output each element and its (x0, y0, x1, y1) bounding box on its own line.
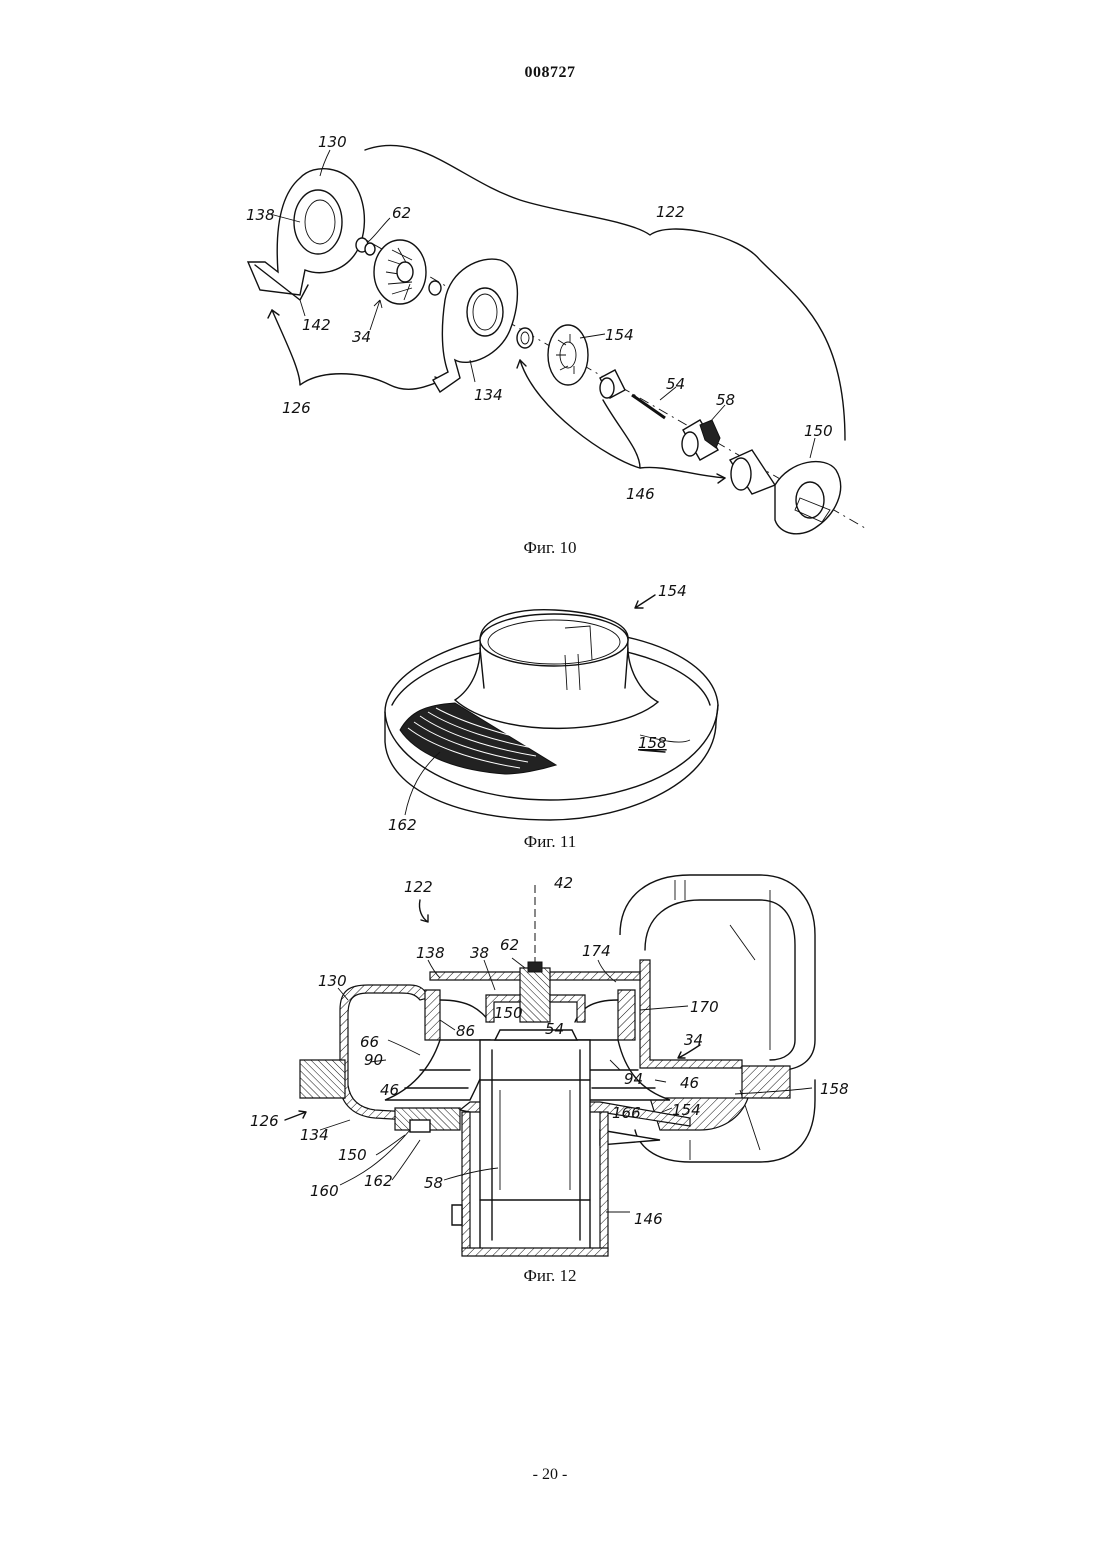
hub-62 (520, 962, 550, 1022)
motor-58 (682, 420, 720, 460)
ref-label: 58 (424, 1174, 443, 1192)
figure-11-diffuser: 154 158 162 (0, 575, 1100, 835)
ref-label: 122 (404, 878, 433, 896)
end-plate-150 (775, 462, 841, 534)
ref-label: 46 (680, 1074, 699, 1092)
ref-label: 146 (634, 1210, 663, 1228)
ref-label: 138 (246, 206, 275, 224)
diffuser-154 (548, 325, 588, 385)
ref-label: 170 (690, 998, 719, 1016)
page-number: - 20 - (0, 1466, 1100, 1484)
ref-label: 146 (626, 485, 655, 503)
figure-caption: Фиг. 10 (0, 538, 1100, 558)
ref-label: 34 (684, 1031, 703, 1049)
ref-label: 138 (416, 944, 445, 962)
ref-label: 66 (360, 1033, 379, 1051)
ref-label: 38 (470, 944, 489, 962)
ref-label: 154 (658, 582, 687, 600)
ref-label: 46 (380, 1081, 399, 1099)
ref-label: 54 (666, 375, 685, 393)
ref-label: 158 (638, 734, 667, 752)
document-number: 008727 (0, 64, 1100, 82)
brace-126 (272, 310, 443, 389)
ref-label: 130 (318, 133, 347, 151)
seal-ring (517, 328, 533, 348)
shaft-54 (632, 395, 665, 418)
ref-label: 166 (612, 1104, 641, 1122)
front-plate-134 (433, 259, 517, 392)
figure-12-cross-section: 122 42 138 38 62 174 130 150 54 170 66 8… (0, 868, 1100, 1268)
ref-label: 150 (494, 1004, 523, 1022)
nut-62 (356, 238, 375, 255)
ref-label: 126 (282, 399, 311, 417)
washer (429, 281, 441, 295)
ref-label: 94 (624, 1070, 643, 1088)
ref-label: 34 (352, 328, 371, 346)
motor-58 (480, 1030, 590, 1250)
impeller-34 (374, 240, 426, 304)
ref-label: 150 (804, 422, 833, 440)
ref-label: 130 (318, 972, 347, 990)
ref-label: 54 (545, 1020, 564, 1038)
outlet-126 (300, 1060, 345, 1098)
ref-label: 42 (554, 874, 573, 892)
ref-label: 62 (392, 204, 411, 222)
ref-label: 58 (716, 391, 735, 409)
ref-label: 142 (302, 316, 331, 334)
brace-146 (520, 360, 725, 478)
figure-caption: Фиг. 12 (0, 1266, 1100, 1286)
bushing (600, 370, 625, 398)
ref-label: 86 (456, 1022, 475, 1040)
ref-label: 122 (656, 203, 685, 221)
ref-label: 134 (300, 1126, 329, 1144)
figure-caption: Фиг. 11 (0, 832, 1100, 852)
ref-label: 126 (250, 1112, 279, 1130)
ref-label: 158 (820, 1080, 849, 1098)
figure-10-exploded-view: 130 138 62 122 142 34 126 134 154 54 58 … (0, 120, 1100, 540)
ref-label: 160 (310, 1182, 339, 1200)
volute-housing-130 (248, 169, 364, 300)
ref-label: 150 (338, 1146, 367, 1164)
ref-label: 174 (582, 942, 611, 960)
ref-label: 134 (474, 386, 503, 404)
ref-label: 154 (605, 326, 634, 344)
ref-label: 154 (672, 1101, 701, 1119)
ref-label: 90 (364, 1051, 383, 1069)
ref-label: 62 (500, 936, 519, 954)
ref-label: 162 (364, 1172, 393, 1190)
